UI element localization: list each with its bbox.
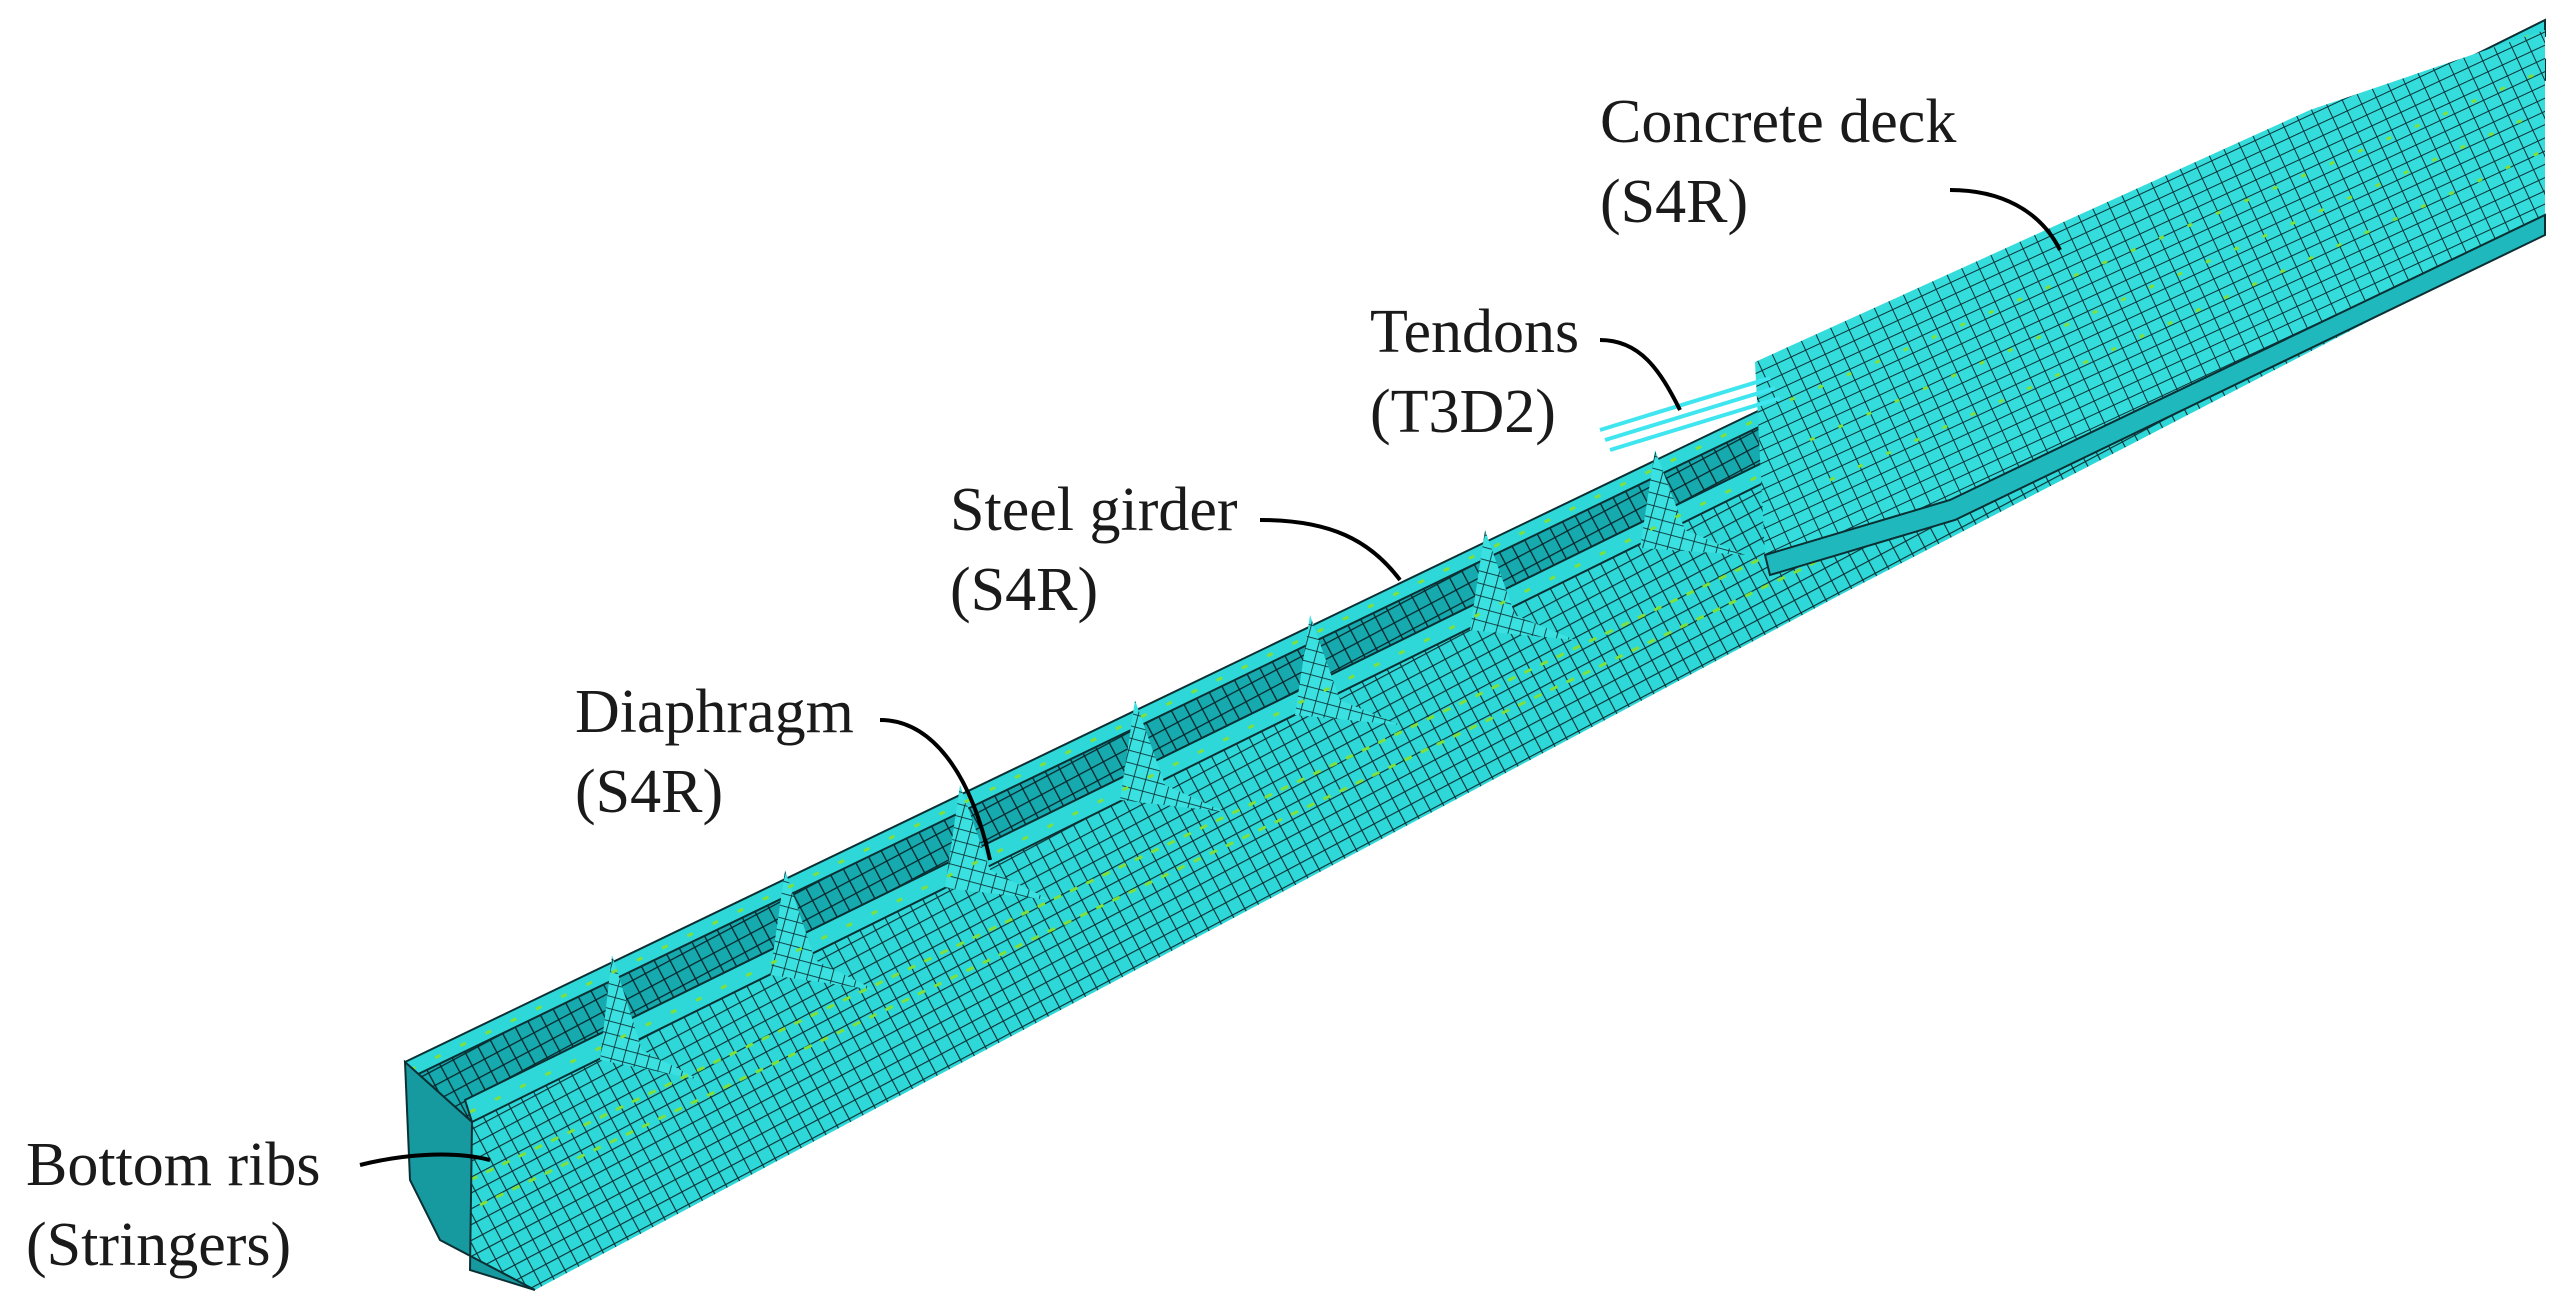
concrete-deck-edge — [1763, 213, 2546, 577]
diaphragm-7 — [1640, 450, 1745, 555]
tendons — [1599, 376, 1781, 452]
label-bottom-ribs-name: Bottom ribs — [26, 1131, 321, 1199]
label-steel-girder-element: (S4R) — [950, 556, 1099, 624]
bottom-ribs — [469, 108, 2546, 1207]
diaphragm-6 — [1470, 530, 1575, 640]
diaphragm-2 — [770, 870, 875, 990]
leader-bottom-ribs — [359, 1152, 491, 1167]
label-bottom-ribs-element: (Stringers) — [26, 1211, 292, 1279]
tendon-3 — [1609, 396, 1781, 452]
label-diaphragm-element: (S4R) — [575, 758, 724, 826]
label-tendons-name: Tendons — [1370, 298, 1580, 366]
diaphragm-5 — [1295, 615, 1400, 725]
leader-diaphragm — [879, 718, 992, 861]
diaphragm-3 — [945, 785, 1050, 900]
tendon-1 — [1599, 376, 1771, 432]
tendon-2 — [1604, 386, 1776, 442]
diaphragm-4 — [1120, 700, 1225, 812]
concrete-deck-top — [1755, 30, 2545, 555]
label-bottom-ribs: Bottom ribs (Stringers) — [26, 1125, 321, 1285]
label-diaphragm: Diaphragm (S4R) — [575, 672, 854, 832]
label-concrete-deck-element: (S4R) — [1600, 168, 1749, 236]
bottom-rib-2 — [479, 126, 2546, 1207]
label-tendons-element: (T3D2) — [1370, 378, 1556, 446]
label-steel-girder-name: Steel girder — [950, 476, 1238, 544]
label-concrete-deck: Concrete deck (S4R) — [1600, 82, 1956, 242]
leader-steel-girder — [1259, 518, 1402, 582]
leader-lines — [359, 188, 2062, 1167]
leader-tendons — [1599, 338, 1682, 411]
bottom-rib-1 — [469, 108, 2546, 1182]
deck-node-row-1 — [1789, 68, 2546, 402]
label-tendons: Tendons (T3D2) — [1370, 292, 1579, 452]
label-diaphragm-name: Diaphragm — [575, 678, 854, 746]
label-steel-girder: Steel girder (S4R) — [950, 470, 1238, 630]
label-concrete-deck-name: Concrete deck — [1600, 88, 1957, 156]
leader-concrete-deck — [1949, 188, 2062, 251]
diaphragm-1 — [600, 955, 700, 1080]
deck-node-marks — [1789, 68, 2546, 482]
girder-end-section — [403, 1059, 536, 1291]
